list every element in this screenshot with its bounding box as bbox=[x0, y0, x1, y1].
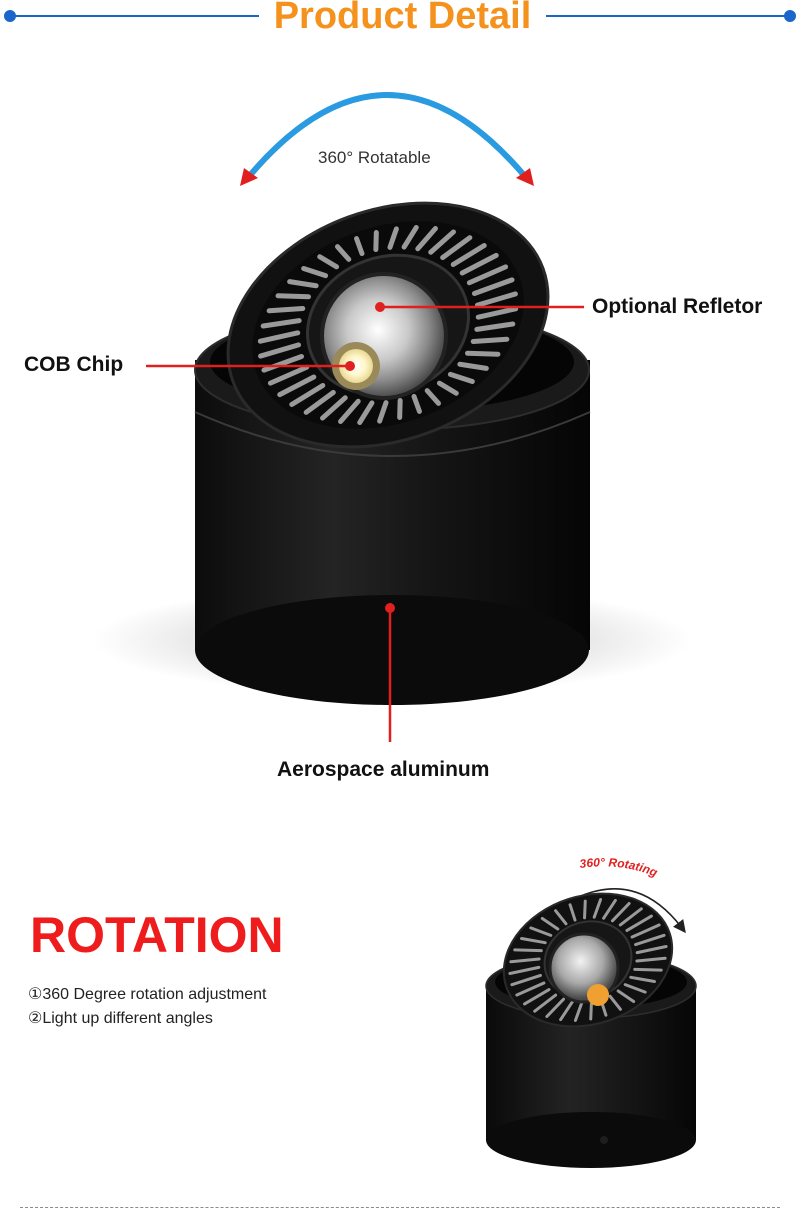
header-dot-right bbox=[784, 10, 796, 22]
heat-fin bbox=[387, 226, 399, 250]
heat-fin bbox=[317, 254, 340, 270]
heat-fin bbox=[523, 988, 551, 1006]
feature-item-1: ①360 Degree rotation adjustment bbox=[28, 986, 267, 1003]
heat-fin bbox=[303, 389, 336, 415]
heat-fin bbox=[618, 907, 643, 927]
aluminum-marker bbox=[385, 603, 395, 613]
heat-fin bbox=[474, 291, 518, 308]
aluminum-label: Aerospace aluminum bbox=[277, 758, 490, 781]
heat-fin bbox=[447, 371, 475, 385]
heat-fin bbox=[515, 981, 546, 997]
product-illustration bbox=[92, 92, 692, 742]
feature-item-2: ②Light up different angles bbox=[28, 1010, 213, 1027]
small-cob-chip bbox=[587, 984, 609, 1006]
heat-fin bbox=[424, 388, 441, 406]
arc-arrow-left-icon bbox=[240, 168, 258, 186]
heat-fin bbox=[266, 305, 306, 314]
heat-fin bbox=[559, 1000, 574, 1022]
heat-fin bbox=[589, 1000, 593, 1021]
heat-fin bbox=[633, 967, 663, 972]
heat-fin bbox=[465, 350, 501, 357]
header-line-right bbox=[546, 15, 790, 17]
rotation-arc bbox=[243, 92, 531, 183]
refletor-label: Optional Refletor bbox=[592, 295, 763, 318]
bottom-divider bbox=[20, 1207, 780, 1208]
heat-fin bbox=[520, 936, 547, 945]
heat-fin bbox=[630, 923, 661, 939]
heat-fin bbox=[475, 306, 519, 320]
heat-fin bbox=[623, 983, 647, 994]
heat-fin bbox=[533, 993, 558, 1013]
heat-fin bbox=[592, 898, 603, 919]
svg-text:360° Rotating: 360° Rotating bbox=[579, 855, 660, 880]
heat-fin bbox=[257, 330, 301, 344]
arc-arrow-right-icon bbox=[516, 168, 534, 186]
heat-fin bbox=[373, 230, 379, 253]
heat-fin bbox=[397, 397, 403, 420]
heat-fin bbox=[510, 973, 542, 987]
heat-fin bbox=[260, 318, 302, 329]
heat-fin bbox=[610, 902, 631, 923]
heat-fin bbox=[338, 398, 361, 424]
cob-chip-label: COB Chip bbox=[24, 353, 124, 376]
page-title: Product Detail bbox=[273, 0, 532, 37]
heat-fin bbox=[529, 926, 553, 937]
heat-fin bbox=[335, 244, 352, 262]
heat-fin bbox=[277, 374, 317, 398]
heat-fin bbox=[508, 965, 541, 975]
heat-fin bbox=[450, 243, 487, 268]
heat-fin bbox=[616, 989, 636, 1004]
heat-fin bbox=[289, 382, 326, 407]
heat-fin bbox=[540, 916, 560, 931]
header-dot-left bbox=[4, 10, 16, 22]
heat-fin bbox=[440, 235, 473, 261]
heat-fin bbox=[320, 395, 348, 421]
heat-fin bbox=[459, 252, 499, 276]
heat-fin bbox=[602, 898, 617, 920]
heat-fin bbox=[466, 264, 509, 286]
heat-fin bbox=[436, 380, 459, 396]
heat-fin bbox=[509, 957, 541, 964]
rotatable-label: 360° Rotatable bbox=[318, 148, 431, 167]
heat-fin bbox=[608, 994, 622, 1011]
heat-fin bbox=[513, 948, 543, 953]
heat-fin bbox=[471, 277, 515, 297]
small-lamp-illustration: 360° Rotating bbox=[485, 855, 697, 1168]
rotating-label: 360° Rotating bbox=[579, 855, 660, 880]
heat-fin bbox=[377, 400, 389, 424]
heat-fin bbox=[354, 236, 365, 257]
heat-fin bbox=[357, 400, 375, 426]
heat-fin bbox=[287, 279, 319, 289]
cob-chip bbox=[339, 349, 373, 383]
heat-fin bbox=[629, 975, 656, 984]
heat-fin bbox=[635, 956, 667, 963]
heat-fin bbox=[635, 945, 668, 955]
heat-fin bbox=[573, 1001, 584, 1022]
heat-fin bbox=[545, 997, 566, 1018]
heat-fin bbox=[470, 336, 510, 345]
cob-marker bbox=[345, 361, 355, 371]
heat-fin bbox=[474, 321, 516, 332]
rotation-heading: ROTATION bbox=[30, 907, 284, 963]
heat-fin bbox=[267, 364, 310, 386]
heat-fin bbox=[258, 342, 302, 359]
heat-fin bbox=[554, 909, 568, 926]
heat-fin bbox=[401, 224, 419, 250]
heat-fin bbox=[583, 899, 587, 920]
heat-fin bbox=[457, 361, 489, 371]
heat-fin bbox=[568, 903, 577, 922]
heat-fin bbox=[411, 393, 422, 414]
heat-fin bbox=[428, 229, 456, 255]
heat-fin bbox=[625, 914, 653, 932]
heat-fin bbox=[415, 226, 438, 252]
heat-fin bbox=[634, 933, 666, 947]
heat-fin bbox=[275, 293, 311, 300]
heat-fin bbox=[301, 265, 329, 279]
header-line-left bbox=[9, 15, 259, 17]
heat-fin bbox=[261, 353, 305, 373]
refletor-marker bbox=[375, 302, 385, 312]
